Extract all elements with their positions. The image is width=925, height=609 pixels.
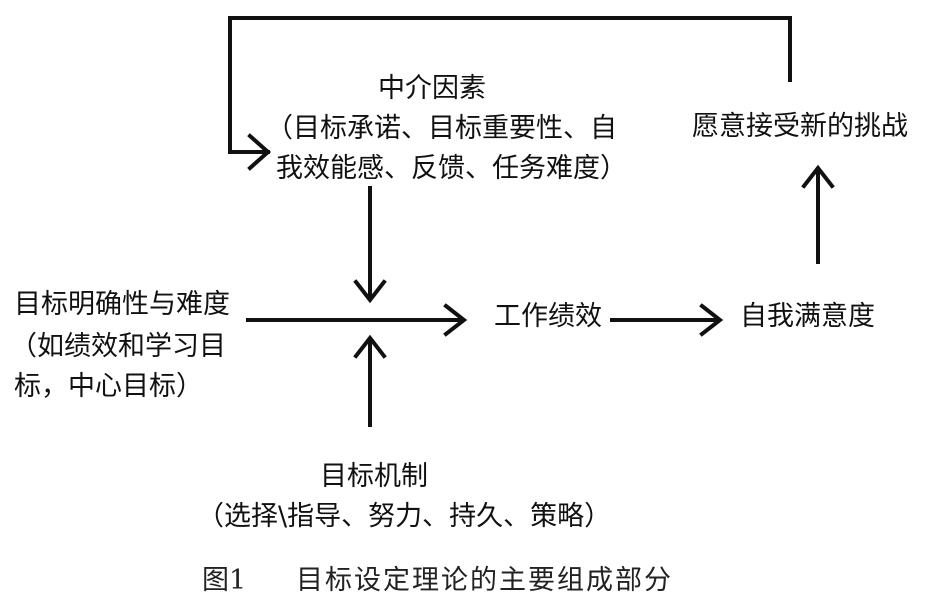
mechanism-detail: （选择\指导、努力、持久、策略） — [197, 501, 612, 532]
mediator-title: 中介因素 — [378, 73, 486, 104]
mediator-down-arrowhead — [353, 279, 387, 304]
feedback-loop-line — [228, 16, 792, 154]
satisfaction-label: 自我满意度 — [740, 301, 875, 332]
goal-specificity-line3: 标，中心目标） — [14, 371, 203, 402]
feedback-loop-arrowhead — [247, 133, 272, 171]
satisfaction-to-challenge-arrowhead — [801, 164, 835, 189]
figure-title: 目标设定理论的主要组成部分 — [296, 565, 673, 596]
mediator-detail-line1: （目标承诺、目标重要性、自 — [266, 113, 617, 144]
goal-specificity-line2: （如绩效和学习目 — [10, 331, 226, 362]
mediator-detail-line2: 我效能感、反馈、任务难度） — [276, 153, 627, 184]
performance-to-satisfaction-arrowhead — [699, 303, 724, 337]
mechanism-title: 目标机制 — [320, 461, 428, 492]
performance-label: 工作绩效 — [494, 301, 602, 332]
goal-to-performance-arrowhead — [443, 303, 468, 337]
goal-specificity-line1: 目标明确性与难度 — [14, 289, 230, 320]
mechanism-up-arrowhead — [353, 334, 387, 359]
figure-number: 图1 — [202, 565, 247, 596]
challenge-label: 愿意接受新的挑战 — [692, 111, 908, 142]
